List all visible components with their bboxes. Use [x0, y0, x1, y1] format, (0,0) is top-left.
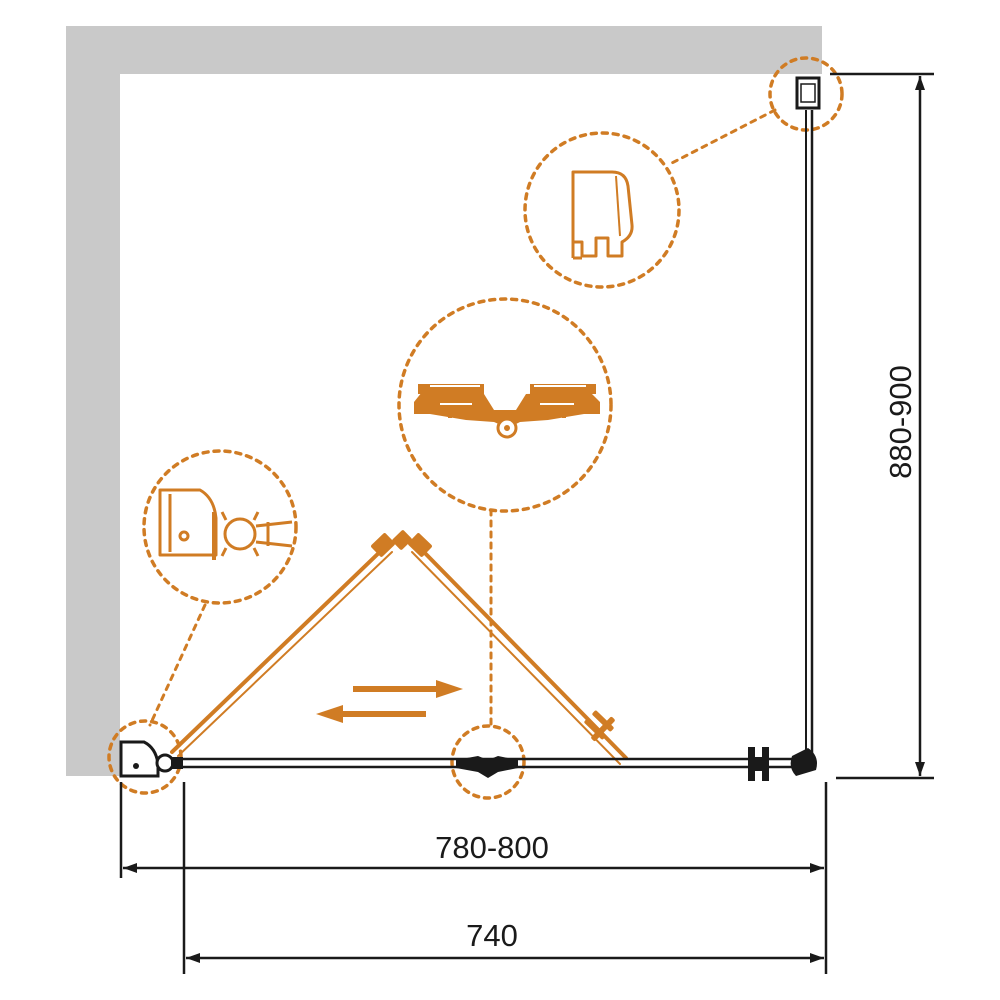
depth-dimension-label: 880-900 — [883, 365, 918, 479]
dimension-arrowheads — [123, 76, 925, 963]
wall-profile-detail-icon — [571, 170, 634, 260]
corner-connector — [790, 748, 817, 776]
door-handle-right — [748, 747, 769, 781]
center-connector — [456, 756, 518, 778]
detail-leaders — [148, 108, 777, 727]
double-arrow-icon — [316, 680, 463, 723]
frame-hardware — [119, 76, 821, 781]
detail-circle-door-connector — [397, 297, 613, 513]
enclosure-frame — [180, 110, 814, 769]
door-connector-detail-icon — [414, 384, 600, 439]
width-dimension-label: 780-800 — [435, 830, 549, 865]
wall-hinge-left — [119, 740, 183, 778]
detail-circle-hinge — [142, 449, 298, 605]
callout-circle-center — [450, 724, 526, 800]
wall-profile-top — [795, 76, 821, 110]
detail-circle-wall-profile — [523, 131, 681, 289]
leader-top-right — [666, 108, 777, 167]
left-door-panel — [170, 544, 388, 754]
dimension-lines — [119, 72, 934, 974]
detail-circles — [107, 56, 844, 800]
door-width-dimension-label: 740 — [466, 918, 518, 953]
right-door-panel-inner — [411, 551, 621, 765]
door-panels-open — [170, 544, 628, 765]
left-door-panel-inner — [177, 551, 393, 757]
hinge-detail-icon — [158, 488, 293, 560]
leader-left — [148, 603, 207, 727]
door-panel-hardware — [371, 530, 615, 742]
